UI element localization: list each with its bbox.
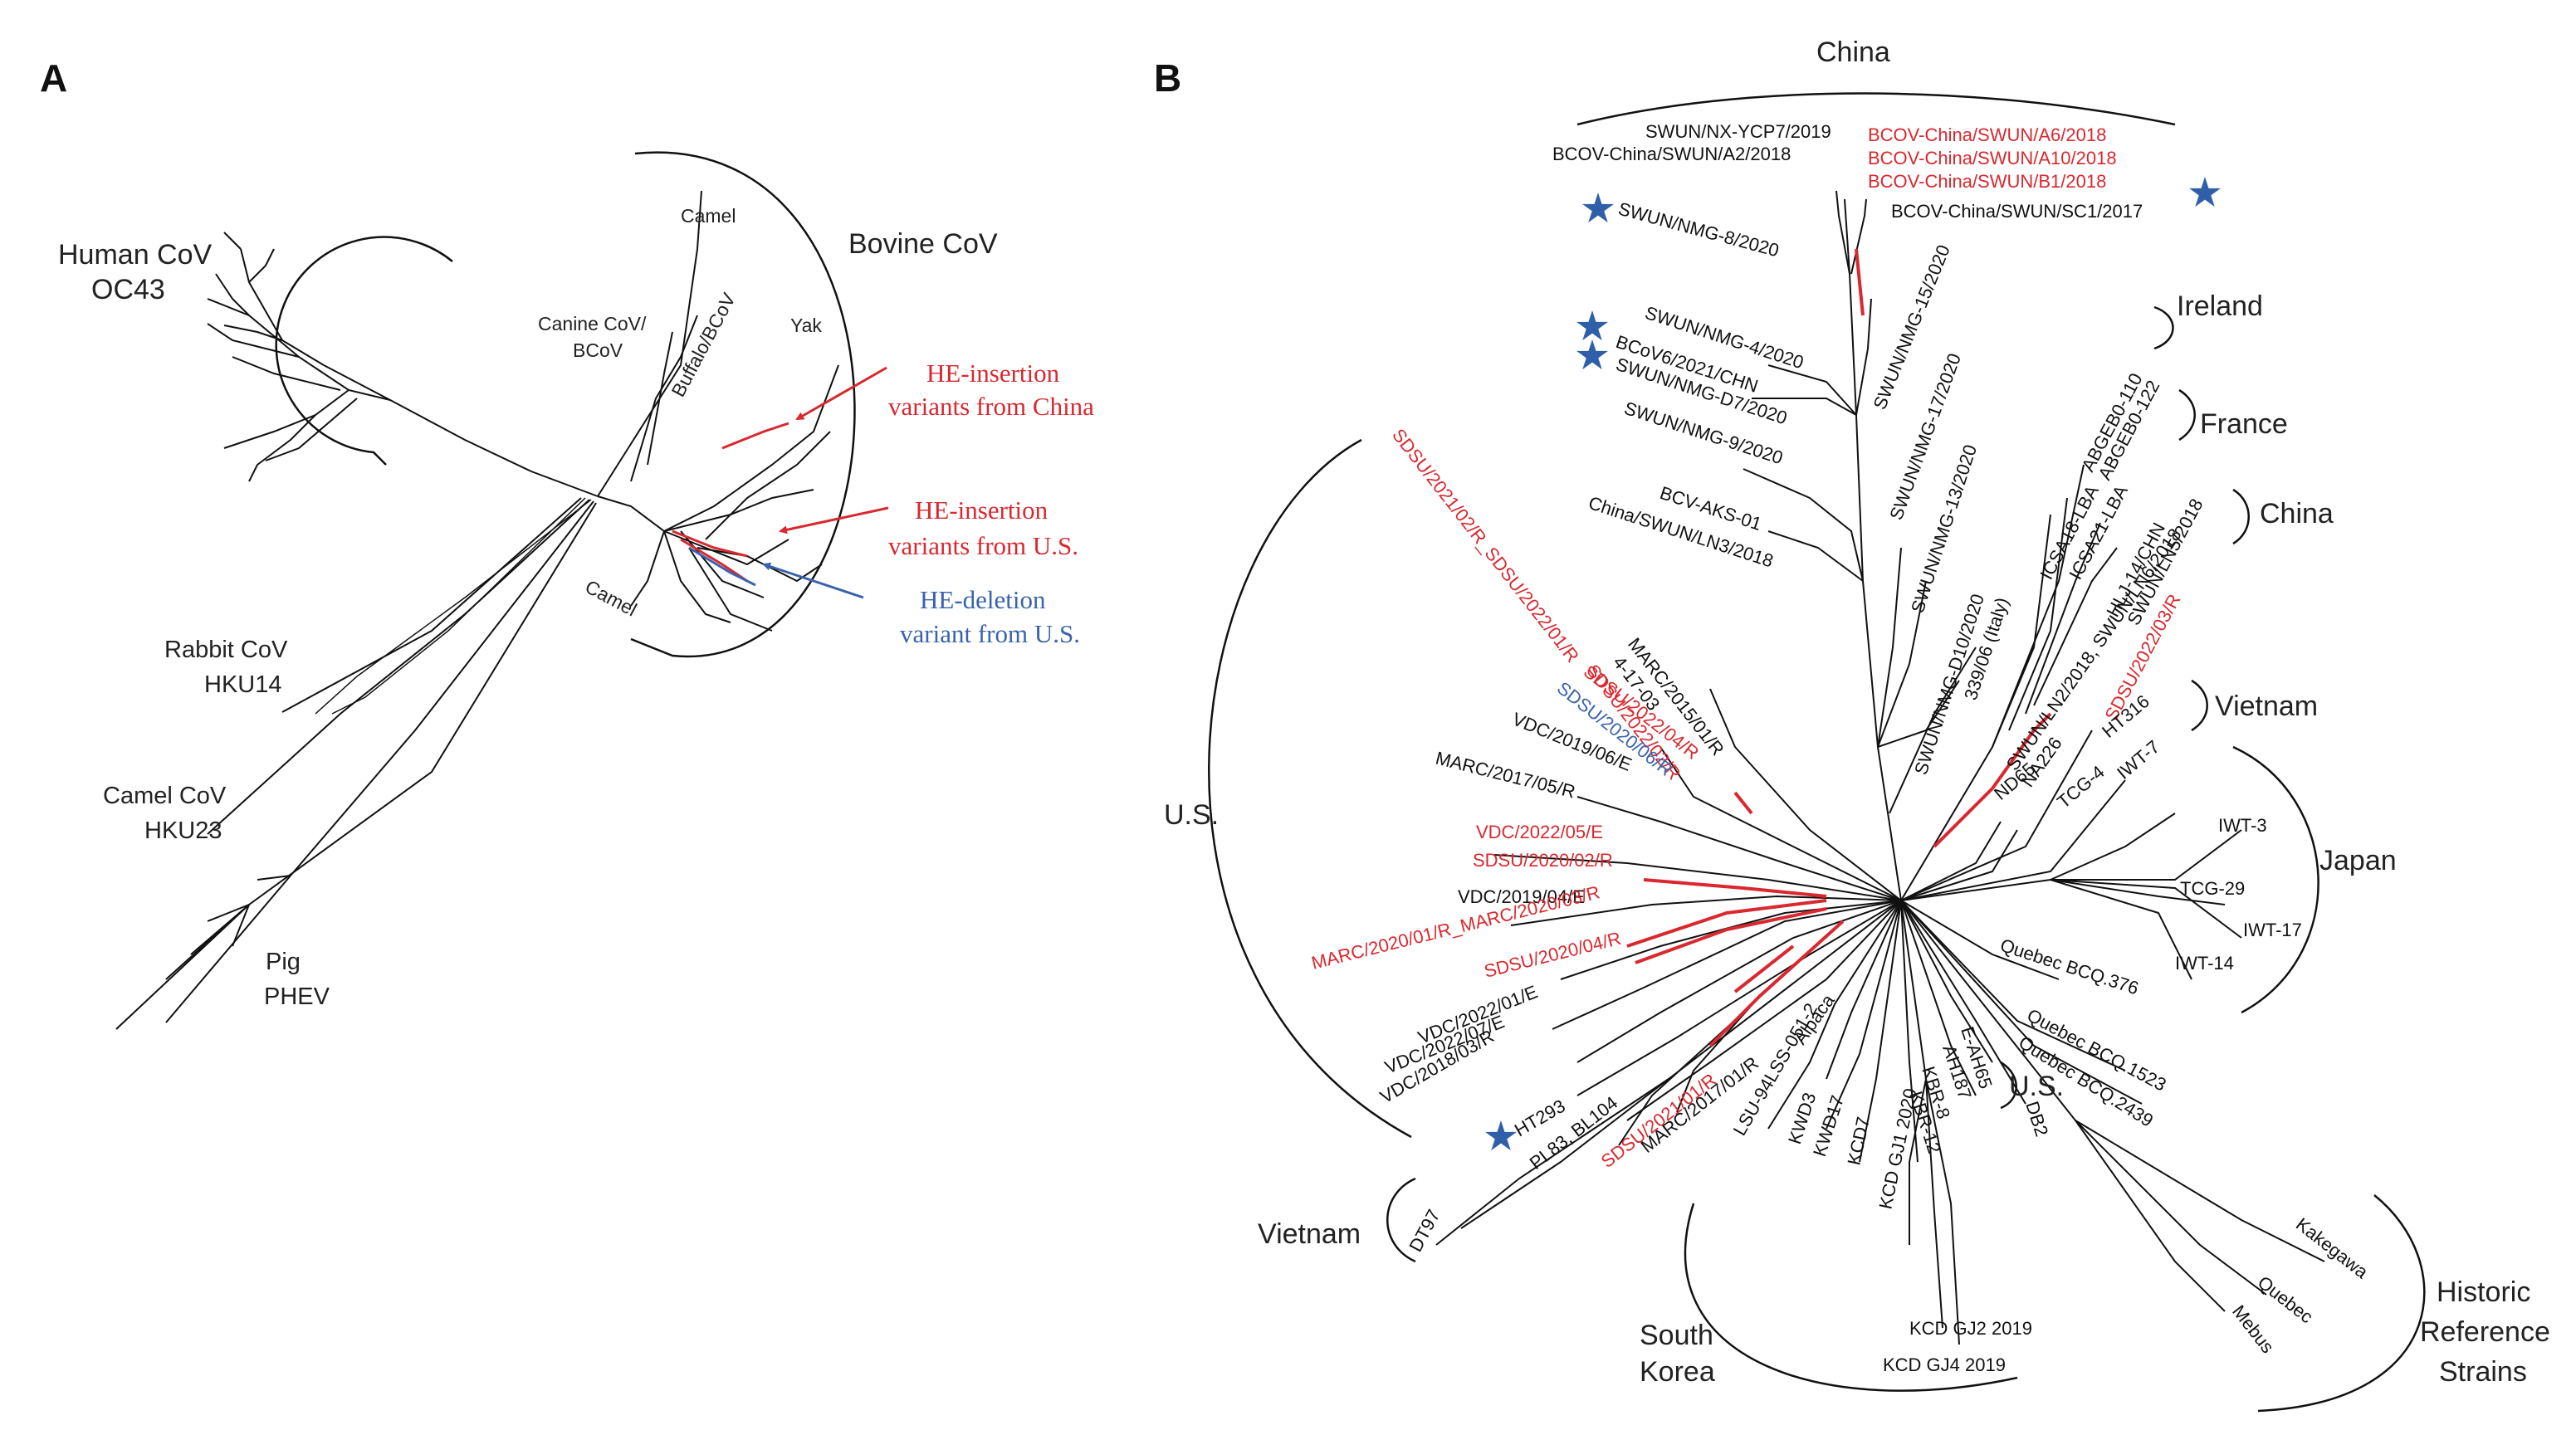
tip-iwt17: IWT-17 [2243, 920, 2302, 940]
tip-marc17-05: MARC/2017/05/R [1434, 748, 1577, 803]
tip-vdc22-05: VDC/2022/05/E [1476, 822, 1603, 842]
region-ireland: Ireland [2177, 290, 2263, 322]
arrow-del-us [762, 562, 864, 599]
panel-b-red-branches [1626, 248, 2052, 1047]
human-cov-arc [275, 236, 453, 466]
panel-a-blue-branch [688, 546, 756, 587]
tip-sdsu21-02: SDSU/2021/02/R_SDSU/2022/01/R [1388, 425, 1583, 666]
tip-kcdgj4: KCD GJ4 2019 [1883, 1354, 2006, 1375]
pig-strain-label: PHEV [264, 983, 330, 1010]
ins-us-annotation-2: variants from U.S. [888, 531, 1078, 560]
region-vietnam-right: Vietnam [2215, 691, 2318, 722]
camel-cov-strain-label: HKU23 [144, 817, 222, 844]
camel-cov-label: Camel CoV [103, 783, 227, 809]
canine-tip-label: Canine CoV/ [538, 313, 647, 334]
star-icon-nmg8 [1581, 193, 1615, 223]
camel-tip-top: Camel [681, 205, 736, 227]
buffalo-tip-label: Buffalo/BCoV [667, 289, 740, 400]
rabbit-cov-label: Rabbit CoV [164, 637, 288, 663]
tip-qbcq376: Quebec BCQ.376 [1997, 935, 2141, 998]
del-us-annotation: HE-deletion [920, 585, 1046, 614]
arrow-ins-china [795, 366, 887, 421]
tip-iwt14: IWT-14 [2175, 953, 2234, 974]
region-historic-3: Strains [2439, 1356, 2527, 1388]
tip-quebec: Quebec [2254, 1271, 2317, 1327]
pig-label: Pig [266, 949, 301, 975]
canine-tip-label-2: BCoV [573, 339, 623, 361]
tip-sc1: BCOV-China/SWUN/SC1/2017 [1891, 201, 2143, 222]
panel-b: B [1154, 37, 2550, 1413]
yak-tip-label: Yak [790, 315, 822, 336]
tip-kcd7: KCD7 [1843, 1115, 1874, 1167]
ins-china-annotation-2: variants from China [888, 392, 1094, 421]
tip-dt97: DT97 [1405, 1206, 1444, 1255]
tip-iwt7: IWT-7 [2113, 736, 2163, 783]
region-china-right: China [2260, 498, 2334, 530]
panel-b-tree [1435, 190, 2325, 1345]
tip-sdsu20-04: SDSU/2020/04/R [1482, 928, 1623, 982]
region-historic-2: Reference [2420, 1316, 2550, 1348]
panel-b-region-brackets [1208, 92, 2426, 1413]
tip-a10: BCOV-China/SWUN/A10/2018 [1868, 148, 2117, 168]
region-france: France [2200, 408, 2288, 440]
region-vietnam-left: Vietnam [1258, 1218, 1361, 1250]
tip-iwt3: IWT-3 [2218, 815, 2267, 836]
bovine-cov-label: Bovine CoV [848, 228, 998, 260]
tip-nx: SWUN/NX-YCP7/2019 [1645, 121, 1831, 142]
region-historic: Historic [2437, 1276, 2530, 1308]
del-us-annotation-2: variant from U.S. [900, 619, 1080, 648]
tip-kcdgj1: KCD GJ1 2020 [1875, 1086, 1920, 1211]
tip-kcdgj2: KCD GJ2 2019 [1909, 1318, 2032, 1339]
rabbit-cov-strain-label: HKU14 [204, 671, 282, 698]
panel-b-label: B [1154, 56, 1181, 100]
ins-china-annotation: HE-insertion [926, 359, 1060, 388]
tip-a6: BCOV-China/SWUN/A6/2018 [1868, 124, 2106, 145]
region-south-korea: South [1640, 1320, 1713, 1351]
region-china-top: China [1816, 37, 1890, 68]
tip-sdsu20-02: SDSU/2020/02/R [1473, 850, 1613, 871]
star-icon-sc1 [2188, 177, 2222, 207]
region-japan: Japan [2319, 845, 2397, 876]
bovine-cov-arc [630, 151, 856, 658]
tip-b1: BCOV-China/SWUN/B1/2018 [1868, 171, 2106, 192]
ins-us-annotation: HE-insertion [915, 495, 1048, 525]
tip-db2: DB2 [2021, 1099, 2052, 1139]
region-us-bottom: U.S. [2009, 1071, 2064, 1102]
arrow-ins-us [779, 506, 889, 534]
tip-tcg4: TCG-4 [2053, 761, 2109, 813]
tip-nmg8: SWUN/NMG-8/2020 [1616, 198, 1782, 261]
region-south-korea-2: Korea [1640, 1356, 1715, 1388]
star-icon-nmg4 [1576, 310, 1609, 341]
region-us-left: U.S. [1164, 799, 1219, 831]
tip-kakegawa: Kakegawa [2292, 1213, 2373, 1282]
tip-vdc19-04: VDC/2019/04/E [1458, 886, 1585, 907]
human-cov-label: Human CoV [58, 239, 213, 271]
tip-mebus: Mebus [2228, 1301, 2278, 1357]
human-cov-strain-label: OC43 [91, 274, 165, 305]
panel-a-label: A [40, 56, 67, 100]
panel-a-tree [115, 190, 839, 1030]
panel-a: A [40, 56, 1094, 1030]
star-icon-bcov6 [1576, 339, 1609, 370]
tip-tcg29: TCG-29 [2180, 878, 2245, 899]
tip-a2: BCOV-China/SWUN/A2/2018 [1552, 144, 1791, 164]
camel-tip-bottom: Camel [582, 575, 641, 620]
